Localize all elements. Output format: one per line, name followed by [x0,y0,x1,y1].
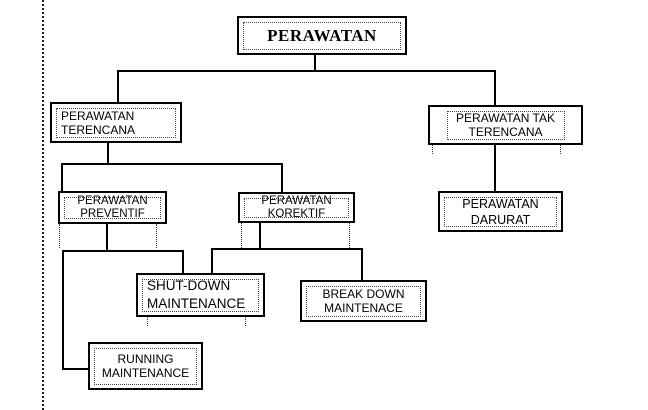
marquee-stub [241,223,242,248]
marquee-stub [432,145,433,154]
node-shut-down-maintenance[interactable]: SHUT-DOWN MAINTENANCE [136,273,265,317]
node-perawatan-darurat-label: PERAWATAN DARURAT [444,196,557,227]
connector-korektif-drop [281,163,283,192]
node-perawatan-terencana-label: PERAWATAN TERENCANA [56,107,176,138]
connector-shutdown-right-drop [211,248,213,273]
connector-running-elbow-vertical [62,250,64,370]
connector-darurat-drop [494,145,496,191]
connector-root-stem [314,55,316,71]
connector-breakdown-drop [361,248,363,280]
node-perawatan-preventif-label: PERAWATAN PREVENTIF [64,195,161,220]
node-break-down-maintenace-label: BREAK DOWN MAINTENACE [306,285,421,317]
marquee-stub [560,145,561,154]
connector-terencana-stem [107,143,109,164]
connector-shutdown-left-drop [182,250,184,273]
connector-terencana-drop [117,70,119,102]
marquee-stub [245,317,246,326]
node-perawatan-tak-terencana[interactable]: PERAWATAN TAK TERENCANA [428,105,583,145]
connector-running-elbow-horizontal [62,368,88,370]
node-perawatan-korektif[interactable]: PERAWATAN KOREKTIF [238,192,355,223]
node-perawatan-label: PERAWATAN [243,21,401,50]
canvas-border-line [42,0,44,410]
connector-level1-bar [117,70,496,72]
node-shut-down-maintenance-label: SHUT-DOWN MAINTENANCE [142,278,259,312]
node-perawatan-preventif[interactable]: PERAWATAN PREVENTIF [58,191,167,224]
node-break-down-maintenace[interactable]: BREAK DOWN MAINTENACE [300,280,427,322]
connector-tak-terencana-drop [494,70,496,105]
node-perawatan-terencana[interactable]: PERAWATAN TERENCANA [50,102,182,143]
marquee-stub [59,224,60,248]
node-running-maintenance[interactable]: RUNNING MAINTENANCE [88,342,203,390]
node-perawatan-korektif-label: PERAWATAN KOREKTIF [244,195,349,220]
connector-preventif-bar [62,250,184,252]
marquee-stub [147,317,148,326]
node-perawatan-tak-terencana-label: PERAWATAN TAK TERENCANA [446,110,565,140]
connector-terencana-bar [61,163,283,165]
node-perawatan[interactable]: PERAWATAN [237,16,407,55]
connector-preventif-drop [61,163,63,191]
node-running-maintenance-label: RUNNING MAINTENANCE [94,347,197,385]
connector-korektif-stem [259,223,261,249]
connector-preventif-stem [106,224,108,251]
node-perawatan-darurat[interactable]: PERAWATAN DARURAT [438,191,563,232]
marquee-stub [349,223,350,248]
marquee-stub [156,224,157,248]
connector-korektif-bar [211,248,363,250]
